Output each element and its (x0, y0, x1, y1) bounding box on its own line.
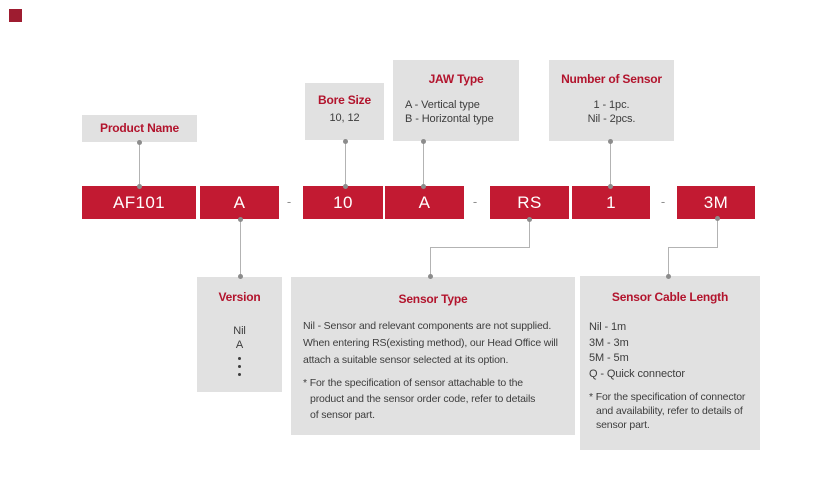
connector-dot (608, 184, 613, 189)
cable-length-option: 3M - 3m (589, 336, 629, 349)
connector-dot (238, 217, 243, 222)
sensor-type-description-line: When entering RS(existing method), our H… (303, 337, 558, 349)
panel-sensor-type: Sensor Type Nil - Sensor and relevant co… (291, 277, 575, 435)
connector-dot (666, 274, 671, 279)
jaw-type-option: B - Horizontal type (405, 113, 494, 125)
panel-version: Version Nil A (197, 277, 282, 392)
label-product-name: Product Name (82, 115, 197, 142)
connector-dot (527, 217, 532, 222)
number-of-sensor-option: 1 - 1pc. (593, 99, 630, 111)
ellipsis-dot (238, 365, 241, 368)
number-of-sensor-title: Number of Sensor (561, 72, 662, 86)
cable-length-note-line: and availability, refer to details of (596, 405, 743, 417)
number-of-sensor-option: Nil - 2pcs. (587, 113, 636, 125)
connector-dot (343, 184, 348, 189)
connector-line (717, 218, 718, 248)
connector-dot (421, 184, 426, 189)
sensor-type-note-line: of sensor part. (310, 409, 375, 421)
connector-line (240, 219, 241, 277)
connector-line (668, 247, 718, 248)
connector-dot (608, 139, 613, 144)
code-segment-jaw: A (385, 186, 464, 219)
code-separator: - (472, 194, 478, 209)
panel-sensor-cable-length: Sensor Cable Length Nil - 1m 3M - 3m 5M … (580, 276, 760, 450)
label-bore-size: Bore Size 10, 12 (305, 83, 384, 140)
version-option: A (235, 339, 244, 351)
code-segment-sensor-count: 1 (572, 186, 650, 219)
sensor-type-title: Sensor Type (398, 292, 468, 306)
connector-dot (238, 274, 243, 279)
code-segment-cable-length: 3M (677, 186, 755, 219)
version-ellipsis (238, 357, 241, 376)
connector-line (345, 141, 346, 187)
jaw-type-title: JAW Type (428, 72, 484, 86)
cable-length-note-line: sensor part. (596, 419, 650, 431)
sensor-type-description-line: attach a suitable sensor selected at its… (303, 354, 509, 366)
sensor-type-note-line: * For the specification of sensor attach… (303, 377, 523, 389)
product-name-title: Product Name (100, 121, 179, 135)
version-option: Nil (233, 325, 246, 337)
cable-length-option: 5M - 5m (589, 352, 629, 364)
connector-dot (428, 274, 433, 279)
brand-mark (9, 9, 22, 22)
ellipsis-dot (238, 373, 241, 376)
sensor-cable-length-title: Sensor Cable Length (611, 290, 729, 304)
bore-size-title: Bore Size (318, 93, 371, 107)
connector-dot (421, 139, 426, 144)
cable-length-note-line: * For the specification of connector (589, 391, 746, 403)
sensor-type-note-line: product and the sensor order code, refer… (310, 393, 536, 405)
ellipsis-dot (238, 357, 241, 360)
version-title: Version (218, 290, 261, 304)
connector-line (430, 247, 431, 277)
sensor-type-description-line: Nil - Sensor and relevant components are… (303, 320, 552, 332)
jaw-type-option: A - Vertical type (405, 99, 480, 111)
code-segment-bore: 10 (303, 186, 383, 219)
connector-dot (715, 216, 720, 221)
label-number-of-sensor: Number of Sensor 1 - 1pc. Nil - 2pcs. (549, 60, 674, 141)
cable-length-option: Nil - 1m (589, 321, 627, 333)
code-segment-version: A (200, 186, 279, 219)
connector-line (610, 141, 611, 187)
connector-dot (137, 140, 142, 145)
code-separator: - (660, 194, 666, 209)
label-jaw-type: JAW Type A - Vertical type B - Horizonta… (393, 60, 519, 141)
cable-length-option: Q - Quick connector (589, 367, 685, 380)
code-segment-product: AF101 (82, 186, 196, 219)
code-separator: - (286, 194, 292, 209)
connector-line (668, 247, 669, 277)
connector-dot (137, 184, 142, 189)
code-segment-sensor-type: RS (490, 186, 569, 219)
bore-size-values: 10, 12 (329, 112, 360, 124)
connector-line (423, 141, 424, 187)
connector-line (529, 219, 530, 248)
connector-line (430, 247, 530, 248)
connector-line (139, 142, 140, 187)
connector-dot (343, 139, 348, 144)
